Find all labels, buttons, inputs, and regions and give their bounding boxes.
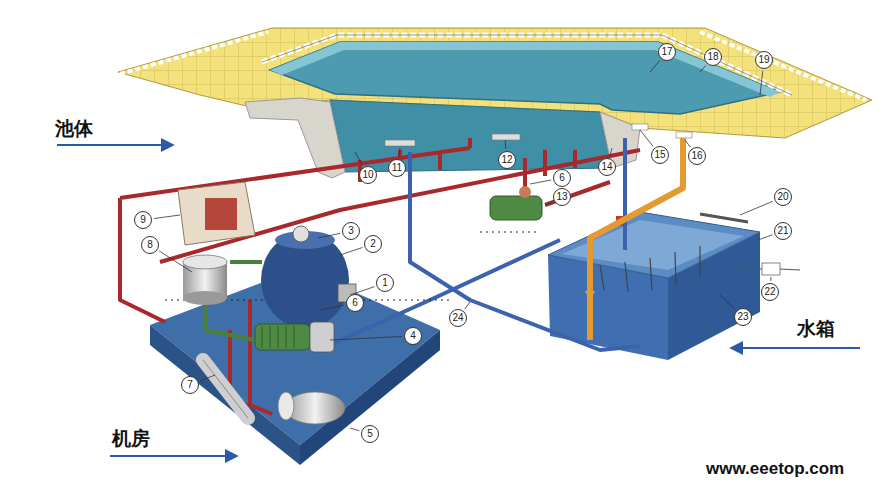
callout-circle: 11 xyxy=(388,159,406,177)
callout-number: 3 xyxy=(348,226,354,236)
leader-line xyxy=(685,140,690,147)
leader-line xyxy=(530,180,551,184)
leader-line xyxy=(545,202,552,205)
callout-circle: 22 xyxy=(761,283,779,301)
callout-circle: 2 xyxy=(364,235,382,253)
leader-line xyxy=(200,375,215,381)
leader-lines xyxy=(154,60,773,430)
leader-line xyxy=(640,130,653,146)
leader-line xyxy=(720,295,735,309)
callout-circle: 9 xyxy=(134,211,152,229)
leader-line xyxy=(399,148,400,157)
callout-circle: 7 xyxy=(181,376,199,394)
label-arrows xyxy=(57,145,860,456)
leader-line xyxy=(760,71,763,95)
callout-number: 23 xyxy=(737,312,748,322)
callout-circle: 13 xyxy=(553,188,571,206)
area-label: 机房 xyxy=(112,426,150,452)
area-label: 池体 xyxy=(55,116,93,142)
callout-number: 1 xyxy=(382,278,388,288)
leader-line xyxy=(650,60,660,72)
leader-line xyxy=(154,215,180,219)
leader-line xyxy=(505,140,507,149)
callout-circle: 21 xyxy=(774,222,792,240)
callout-number: 15 xyxy=(654,150,665,160)
callout-number: 6 xyxy=(559,173,565,183)
leader-line xyxy=(700,65,706,72)
leader-line xyxy=(330,337,402,340)
callout-circle: 16 xyxy=(688,147,706,165)
leader-line xyxy=(465,302,470,309)
callout-number: 7 xyxy=(187,380,193,390)
callout-circle: 23 xyxy=(734,308,752,326)
callout-number: 8 xyxy=(147,240,153,250)
callout-circle: 3 xyxy=(342,222,360,240)
callout-number: 4 xyxy=(410,331,416,341)
callout-circle: 10 xyxy=(359,166,377,184)
callout-number: 17 xyxy=(661,47,672,57)
callout-circle: 4 xyxy=(404,327,422,345)
callout-number: 5 xyxy=(367,429,373,439)
callout-number: 19 xyxy=(758,55,769,65)
callout-number: 24 xyxy=(452,313,463,323)
callout-number: 22 xyxy=(764,287,775,297)
leader-line xyxy=(770,277,771,281)
callout-circle: 14 xyxy=(598,158,616,176)
leader-line xyxy=(340,247,363,255)
leader-line xyxy=(320,305,344,310)
leader-line xyxy=(740,201,773,215)
callout-circle: 17 xyxy=(658,43,676,61)
water-tank xyxy=(548,212,800,360)
leader-line xyxy=(758,235,773,240)
callout-circle: 18 xyxy=(704,48,722,66)
callout-number: 21 xyxy=(777,226,788,236)
callout-number: 12 xyxy=(501,155,512,165)
callout-number: 6 xyxy=(352,298,358,308)
watermark: www.eeetop.com xyxy=(706,459,844,479)
callout-number: 10 xyxy=(362,170,373,180)
callout-number: 11 xyxy=(392,163,402,173)
callout-circle: 6 xyxy=(553,169,571,187)
callout-circle: 20 xyxy=(774,188,792,206)
leader-line xyxy=(355,152,363,165)
callout-number: 18 xyxy=(707,52,718,62)
callout-circle: 12 xyxy=(498,151,516,169)
callout-circle: 24 xyxy=(449,309,467,327)
callout-number: 13 xyxy=(556,192,567,202)
callout-circle: 8 xyxy=(141,236,159,254)
callout-circle: 6 xyxy=(346,294,364,312)
pool xyxy=(118,28,872,178)
equipment xyxy=(178,182,542,424)
callout-number: 2 xyxy=(370,239,376,249)
leader-line xyxy=(159,251,192,272)
callout-circle: 5 xyxy=(361,425,379,443)
callout-number: 14 xyxy=(601,162,612,172)
area-label: 水箱 xyxy=(797,316,835,342)
callout-number: 16 xyxy=(691,151,702,161)
callout-number: 20 xyxy=(777,192,788,202)
leader-line xyxy=(350,428,359,431)
callout-circle: 19 xyxy=(755,51,773,69)
callout-circle: 15 xyxy=(651,146,669,164)
leader-line xyxy=(318,233,340,238)
leader-line xyxy=(610,148,612,156)
callout-circle: 1 xyxy=(376,274,394,292)
callout-number: 9 xyxy=(140,215,146,225)
